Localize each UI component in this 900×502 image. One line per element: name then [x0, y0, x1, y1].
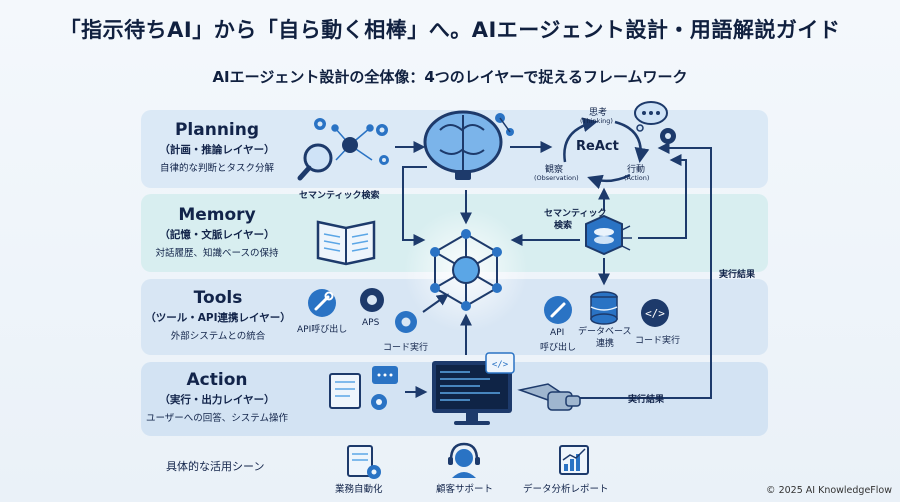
api-call-right-label-2: 呼び出し — [540, 343, 577, 353]
tools-name: Tools — [193, 288, 243, 308]
api-call-right-label-1: API — [550, 328, 565, 338]
db-to-planning-arrow — [638, 154, 687, 239]
tools-to-hub-arrow — [422, 293, 449, 313]
data-report-icon — [559, 445, 589, 475]
tools-desc: 外部システムとの統合 — [170, 331, 266, 342]
planning-network-icon — [331, 124, 374, 161]
use-case-support: 顧客サポート — [436, 484, 494, 495]
semantic-search-right-label-2: 検索 — [554, 221, 573, 231]
code-exec-icon: </> — [641, 299, 669, 327]
semantic-search-right-label-1: セマンティック — [544, 209, 607, 219]
db-link-label-2: 連携 — [596, 339, 615, 349]
knowledge-book-icon — [316, 220, 376, 266]
copyright: © 2025 AI KnowledgeFlow — [766, 485, 892, 496]
exec-result-loop-arrow — [560, 142, 712, 399]
react-observation-label: 観察 — [545, 165, 564, 175]
monitor-icon: </> — [432, 352, 515, 425]
tools-sub: （ツール・API連携レイヤー） — [145, 312, 291, 324]
aps-label: APS — [362, 318, 380, 328]
api-call-icon — [544, 296, 572, 324]
action-gear-icon — [660, 128, 676, 144]
react-cycle — [563, 117, 650, 190]
svg-text:</>: </> — [645, 307, 665, 320]
robot-hand-icon — [517, 383, 581, 411]
planning-search-icon — [297, 143, 333, 181]
tools-layer-label: Tools （ツール・API連携レイヤー） 外部システムとの統合 — [138, 288, 298, 342]
aps-gear-icon — [360, 288, 384, 312]
react-thinking-label: 思考 — [589, 108, 608, 118]
react-label: ReAct — [576, 139, 619, 154]
action-sub: （実行・出力レイヤー） — [159, 394, 275, 406]
memory-desc: 対話履歴、知識ベースの保持 — [155, 248, 279, 259]
agent-hub-network — [404, 208, 528, 332]
use-case-report: データ分析レポート — [523, 484, 609, 495]
exec-result-label-1: 実行結果 — [719, 270, 756, 280]
code-gear-icon — [395, 311, 417, 333]
brain-icon — [423, 110, 514, 180]
semantic-left-arrow — [402, 166, 427, 246]
planning-gear-icon — [314, 118, 389, 165]
business-automation-icon — [347, 445, 381, 479]
react-observation-en-label: (Observation) — [534, 174, 579, 182]
main-title: 「指示待ちAI」から「自ら動く相棒」へ。AIエージェント設計・用語解説ガイド — [59, 18, 841, 42]
code-exec-left-label: コード実行 — [383, 343, 429, 353]
customer-support-headset-icon — [448, 442, 480, 478]
action-layer-label: Action （実行・出力レイヤー） ユーザーへの回答、システム操作 — [142, 370, 292, 424]
react-action-label: 行動 — [627, 165, 646, 175]
memory-sub: （記憶・文脈レイヤー） — [159, 229, 275, 241]
db-link-label-1: データベース — [578, 327, 632, 337]
planning-layer-label: Planning （計画・推論レイヤー） 自律的な判断とタスク分解 — [142, 120, 292, 174]
diagram-subtitle: AIエージェント設計の全体像：4つのレイヤーで捉えるフレームワーク — [212, 68, 688, 86]
chat-document-icon — [329, 366, 398, 410]
planning-sub: （計画・推論レイヤー） — [159, 144, 275, 156]
react-action-en-label: (Action) — [624, 174, 650, 182]
database-link-icon — [590, 291, 618, 325]
api-wrench-icon — [308, 289, 336, 317]
semantic-search-left-label: セマンティック検索 — [299, 191, 380, 201]
memory-database-icon — [585, 214, 632, 256]
exec-result-label-2: 実行結果 — [628, 395, 665, 405]
use-cases-heading: 具体的な活用シーン — [166, 460, 265, 473]
planning-desc: 自律的な判断とタスク分解 — [159, 163, 274, 174]
thinking-bubble-icon — [634, 101, 668, 132]
use-case-automation: 業務自動化 — [335, 484, 383, 495]
planning-name: Planning — [174, 120, 260, 140]
svg-text:</>: </> — [492, 360, 509, 370]
memory-layer-label: Memory （記憶・文脈レイヤー） 対話履歴、知識ベースの保持 — [142, 205, 292, 259]
action-desc: ユーザーへの回答、システム操作 — [145, 413, 289, 424]
react-thinking-en-label: (Thinking) — [580, 117, 613, 125]
api-call-left-label: API呼び出し — [297, 325, 348, 335]
action-name: Action — [186, 370, 248, 390]
code-exec-right-label: コード実行 — [635, 336, 681, 346]
memory-name: Memory — [178, 205, 256, 225]
